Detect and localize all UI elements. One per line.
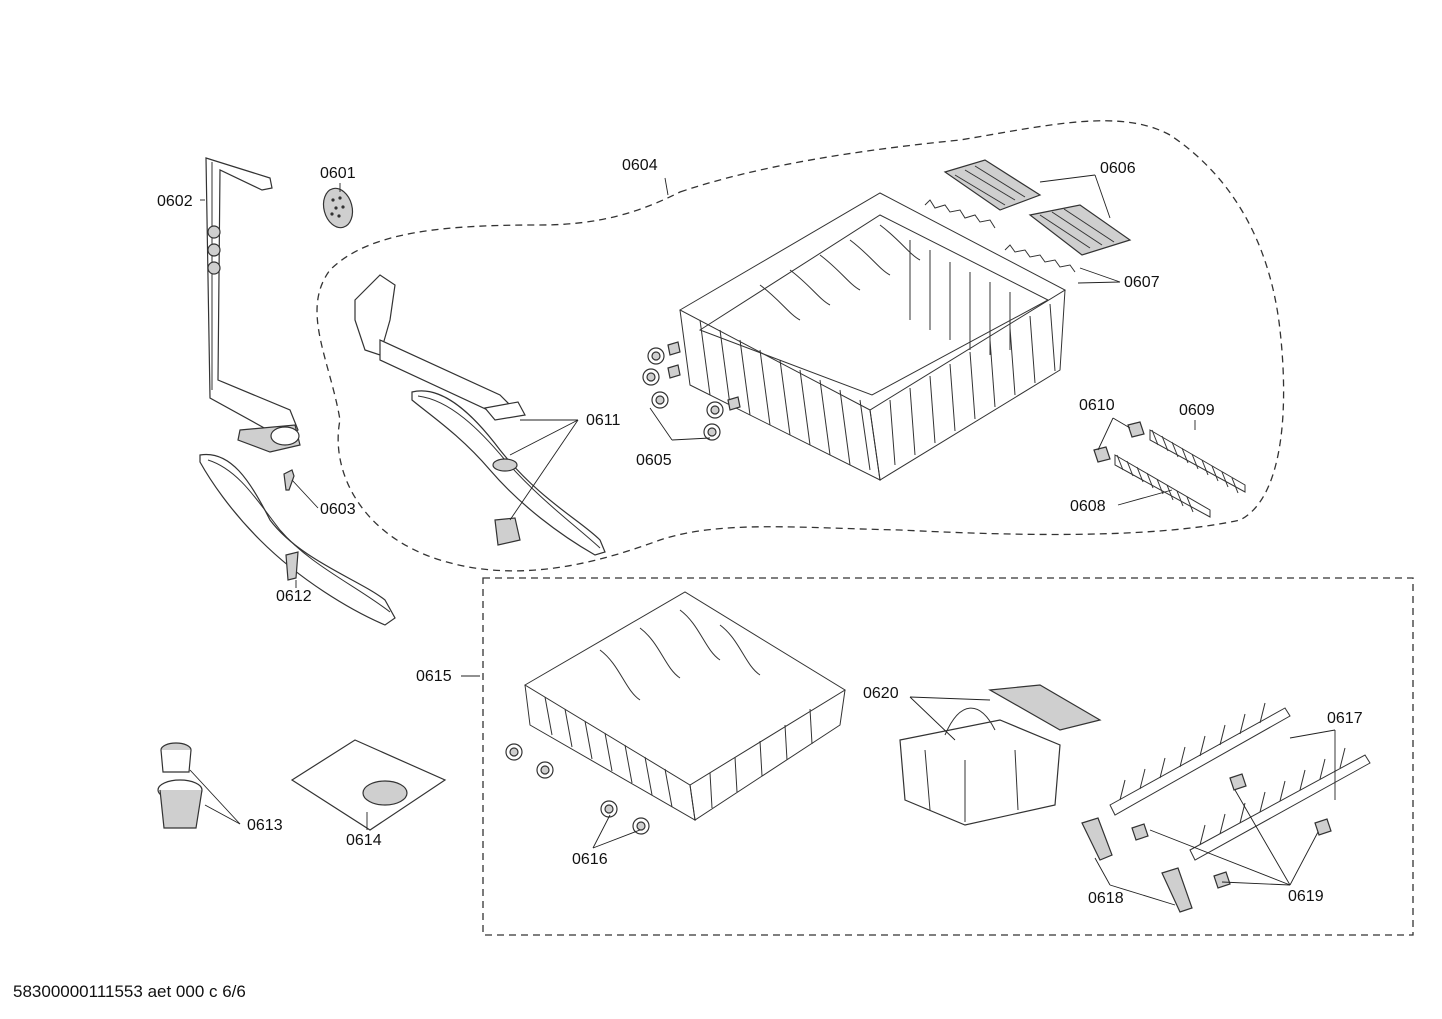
label-0612: 0612 bbox=[276, 588, 312, 605]
label-0615: 0615 bbox=[416, 668, 452, 685]
label-0610: 0610 bbox=[1079, 397, 1115, 414]
rack-clips bbox=[924, 199, 1076, 273]
upper-basket bbox=[678, 192, 1067, 481]
upper-basket-rollers bbox=[642, 341, 741, 441]
sump-cover bbox=[290, 739, 447, 831]
label-0607: 0607 bbox=[1124, 274, 1160, 291]
document-code: 58300000111553 aet 000 c 6/6 bbox=[13, 982, 246, 1001]
lower-basket-group-outline bbox=[482, 577, 1414, 936]
label-0613: 0613 bbox=[247, 817, 283, 834]
lower-basket bbox=[524, 591, 846, 821]
label-0611: 0611 bbox=[586, 412, 621, 429]
cutlery-basket bbox=[899, 684, 1102, 826]
label-0604: 0604 bbox=[622, 157, 658, 174]
upper-basket-group-outline bbox=[316, 120, 1285, 572]
lower-spray-arm bbox=[199, 453, 396, 626]
label-0616: 0616 bbox=[572, 851, 608, 868]
label-0602: 0602 bbox=[157, 193, 193, 210]
label-0618: 0618 bbox=[1088, 890, 1124, 907]
sprinkler-head bbox=[322, 187, 354, 229]
spray-supply-pipe bbox=[205, 157, 301, 453]
label-0601: 0601 bbox=[320, 165, 356, 182]
label-0619: 0619 bbox=[1288, 888, 1324, 905]
tine-brackets bbox=[1081, 817, 1193, 913]
leader-lines bbox=[189, 174, 1336, 906]
label-0606: 0606 bbox=[1100, 160, 1136, 177]
lower-basket-rollers bbox=[505, 743, 650, 835]
tine-rows-upper bbox=[1093, 421, 1246, 518]
tine-rows-lower bbox=[1109, 702, 1371, 861]
label-0608: 0608 bbox=[1070, 498, 1106, 515]
label-0603: 0603 bbox=[320, 501, 356, 518]
screw bbox=[283, 469, 295, 491]
label-0617: 0617 bbox=[1327, 710, 1363, 727]
filter-assembly bbox=[157, 742, 203, 829]
label-0614: 0614 bbox=[346, 832, 382, 849]
tine-clips bbox=[1131, 773, 1332, 889]
label-0609: 0609 bbox=[1179, 402, 1215, 419]
cup-racks bbox=[943, 159, 1132, 256]
label-0605: 0605 bbox=[636, 452, 672, 469]
upper-spray-arm bbox=[354, 274, 606, 556]
label-0620: 0620 bbox=[863, 685, 899, 702]
